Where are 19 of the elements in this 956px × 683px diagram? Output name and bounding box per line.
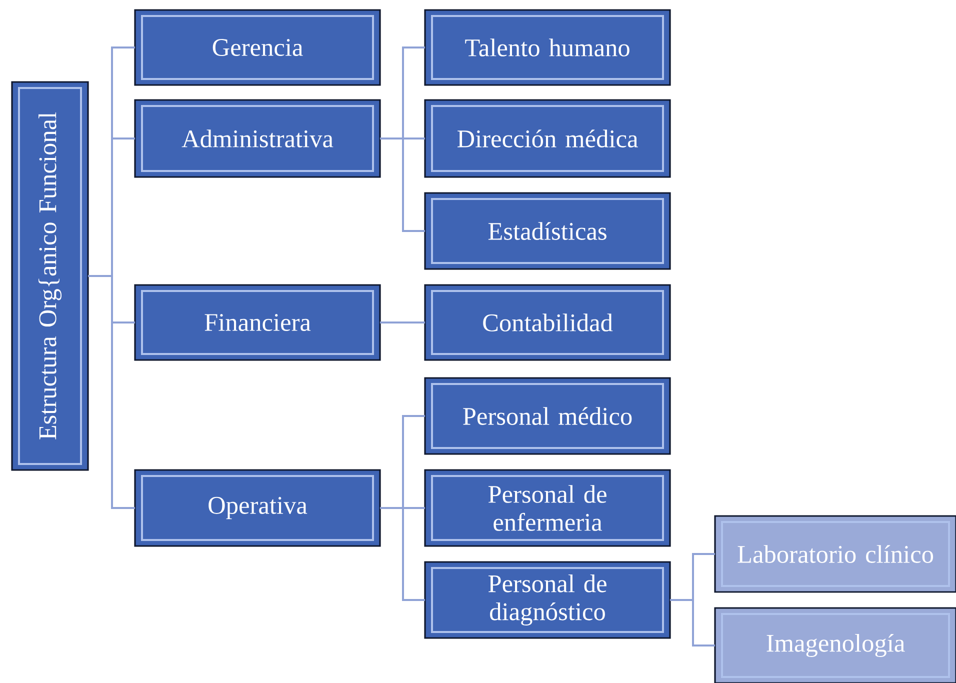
sub-unit-box: Laboratorio clínico: [714, 515, 956, 593]
unit-box: Dirección médica: [424, 99, 671, 178]
department-box: Financiera: [134, 284, 381, 361]
unit-box: Personal de diagnóstico: [424, 561, 671, 639]
unit-box: Talento humano: [424, 9, 671, 86]
connector-line: [670, 599, 715, 646]
connector-line: [380, 138, 425, 232]
unit-box: Estadísticas: [424, 192, 671, 270]
connector-line: [88, 275, 135, 509]
root-box: Estructura Org{anico Funcional: [11, 81, 89, 471]
unit-box: Contabilidad: [424, 284, 671, 361]
connector-line: [380, 507, 425, 601]
department-box: Operativa: [134, 469, 381, 547]
department-box: Administrativa: [134, 99, 381, 178]
unit-box: Personal de enfermeria: [424, 469, 671, 547]
unit-box: Personal médico: [424, 377, 671, 455]
department-box: Gerencia: [134, 9, 381, 86]
sub-unit-box: Imagenología: [714, 607, 956, 683]
connector-line: [380, 322, 425, 324]
